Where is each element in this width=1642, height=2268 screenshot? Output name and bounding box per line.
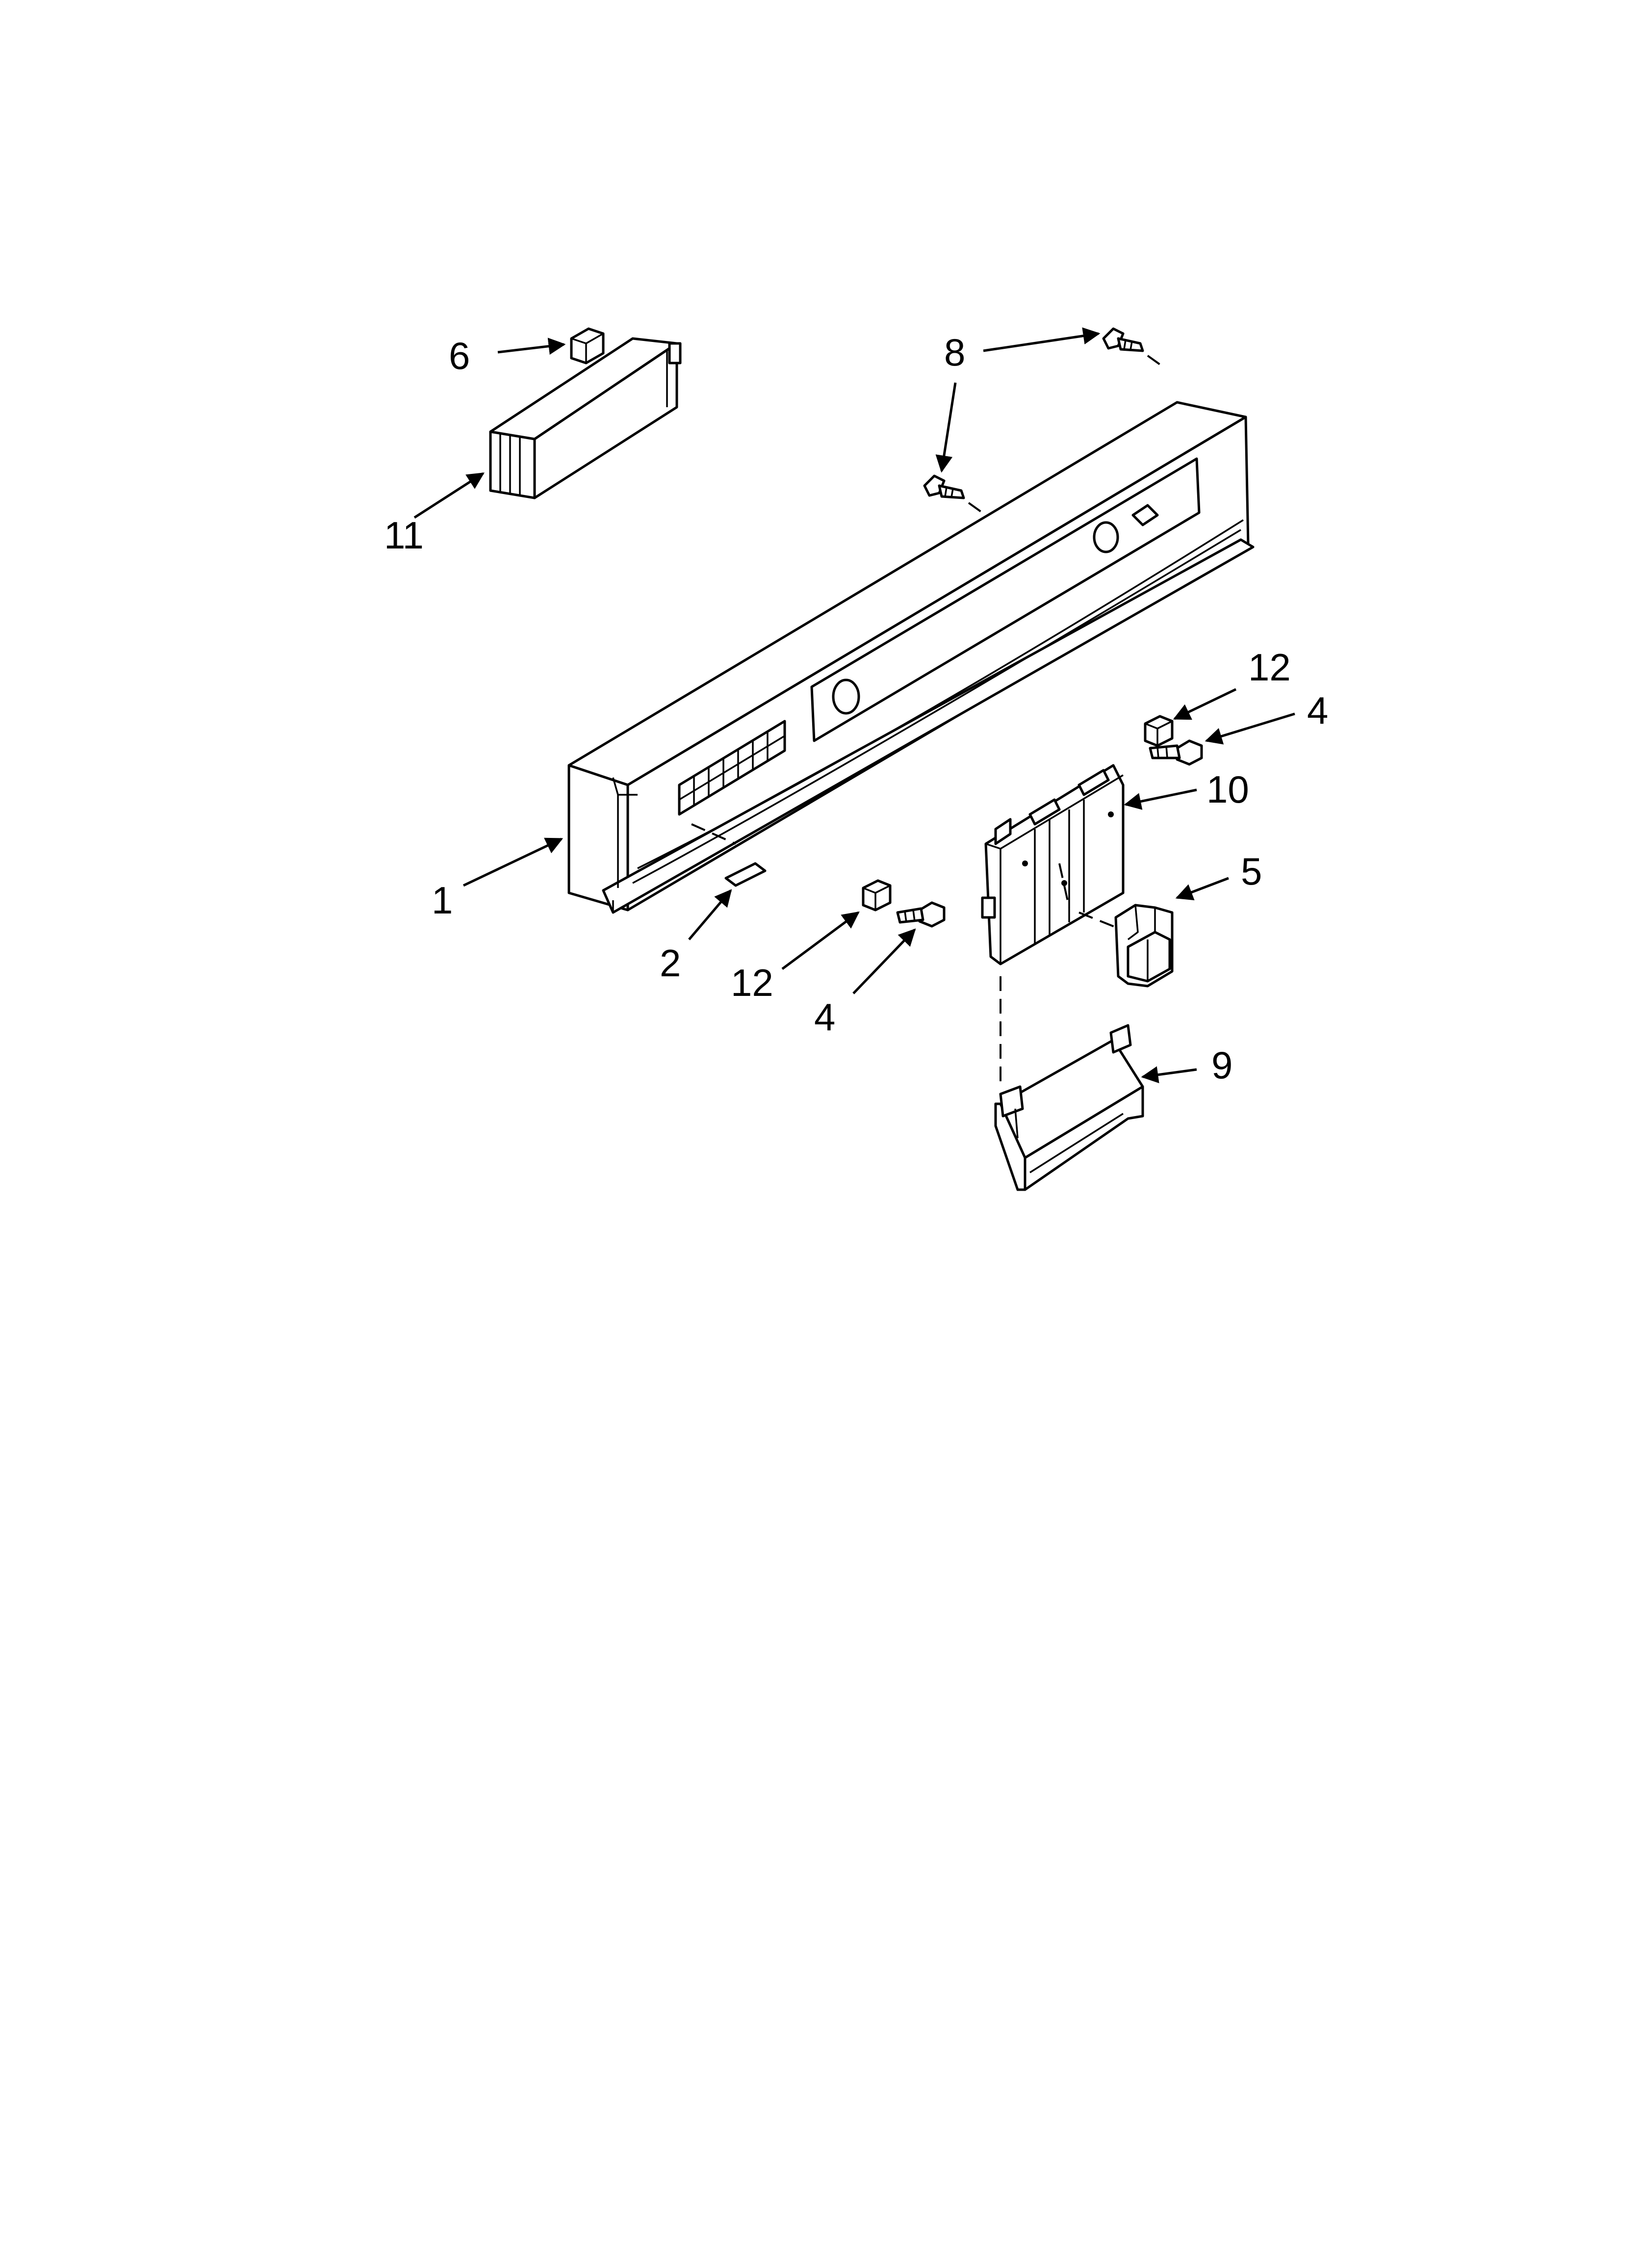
part-8-screw-lower (923, 474, 965, 499)
part-10-bracket (981, 764, 1125, 965)
callout-11: 11 (384, 514, 424, 557)
part-8-screw-upper (1102, 327, 1144, 352)
part-9-lower-bracket (994, 1024, 1144, 1191)
part-11-housing (489, 337, 682, 499)
part-5-latch (1114, 904, 1174, 988)
part-12-clip-right (1144, 715, 1174, 747)
keypad-grid (678, 720, 786, 816)
callout-6: 6 (449, 334, 470, 377)
callout-9: 9 (1211, 1043, 1232, 1087)
callout-1: 1 (432, 879, 453, 922)
callout-10: 10 (1206, 768, 1249, 811)
part-1-console (567, 401, 1255, 914)
callout-4-right: 4 (1307, 689, 1328, 732)
callout-12-right: 12 (1248, 646, 1291, 689)
callout-2: 2 (660, 941, 681, 985)
part-4-screw-left (896, 901, 946, 928)
part-4-screw-right (1149, 739, 1203, 766)
callout-5: 5 (1241, 850, 1262, 893)
callout-4-left: 4 (814, 995, 835, 1039)
part-6-clip (570, 327, 605, 365)
callout-8: 8 (944, 331, 965, 374)
callout-12-left: 12 (731, 961, 773, 1004)
part-12-clip-left (862, 879, 892, 912)
leader-arrows (413, 327, 1295, 1084)
